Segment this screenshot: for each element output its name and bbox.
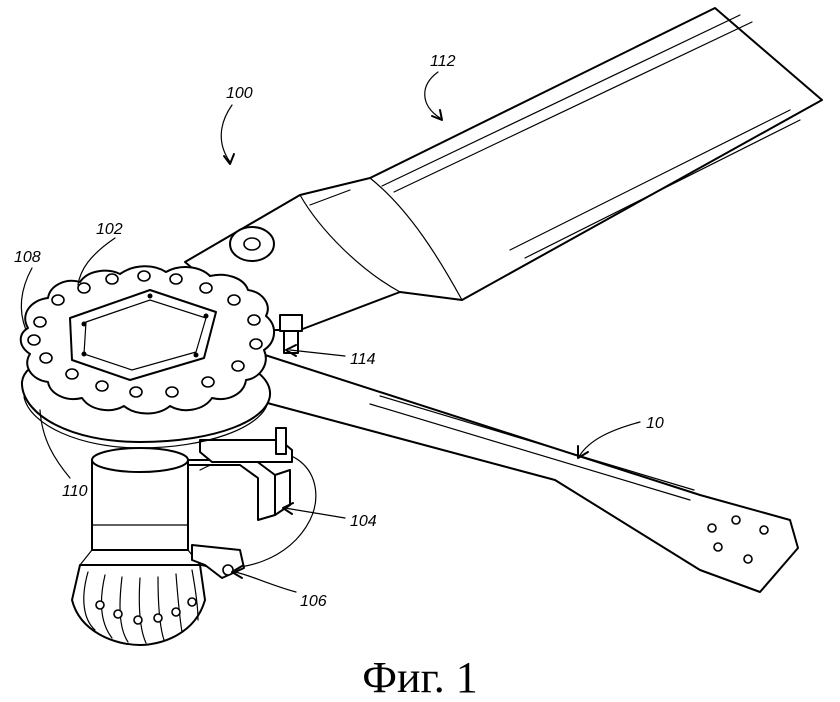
upper-plate bbox=[19, 265, 275, 415]
bolt-holes bbox=[27, 270, 263, 398]
label-104: 104 bbox=[350, 513, 377, 530]
flexbeam-arm bbox=[199, 354, 799, 593]
clip bbox=[191, 544, 245, 579]
label-106: 106 bbox=[300, 593, 327, 610]
label-100: 100 bbox=[226, 85, 253, 102]
rotor-blade bbox=[184, 7, 823, 331]
label-10: 10 bbox=[646, 415, 664, 432]
label-114: 114 bbox=[350, 351, 376, 368]
bracket bbox=[187, 427, 293, 521]
figure-caption: Фиг. 1 bbox=[362, 653, 477, 702]
label-110: 110 bbox=[62, 483, 88, 500]
hub-plate bbox=[69, 289, 217, 381]
label-102: 102 bbox=[96, 221, 123, 238]
leader-lines bbox=[20, 71, 641, 593]
label-108: 108 bbox=[14, 249, 41, 266]
rotor-mast bbox=[71, 447, 206, 646]
label-112: 112 bbox=[430, 53, 456, 70]
